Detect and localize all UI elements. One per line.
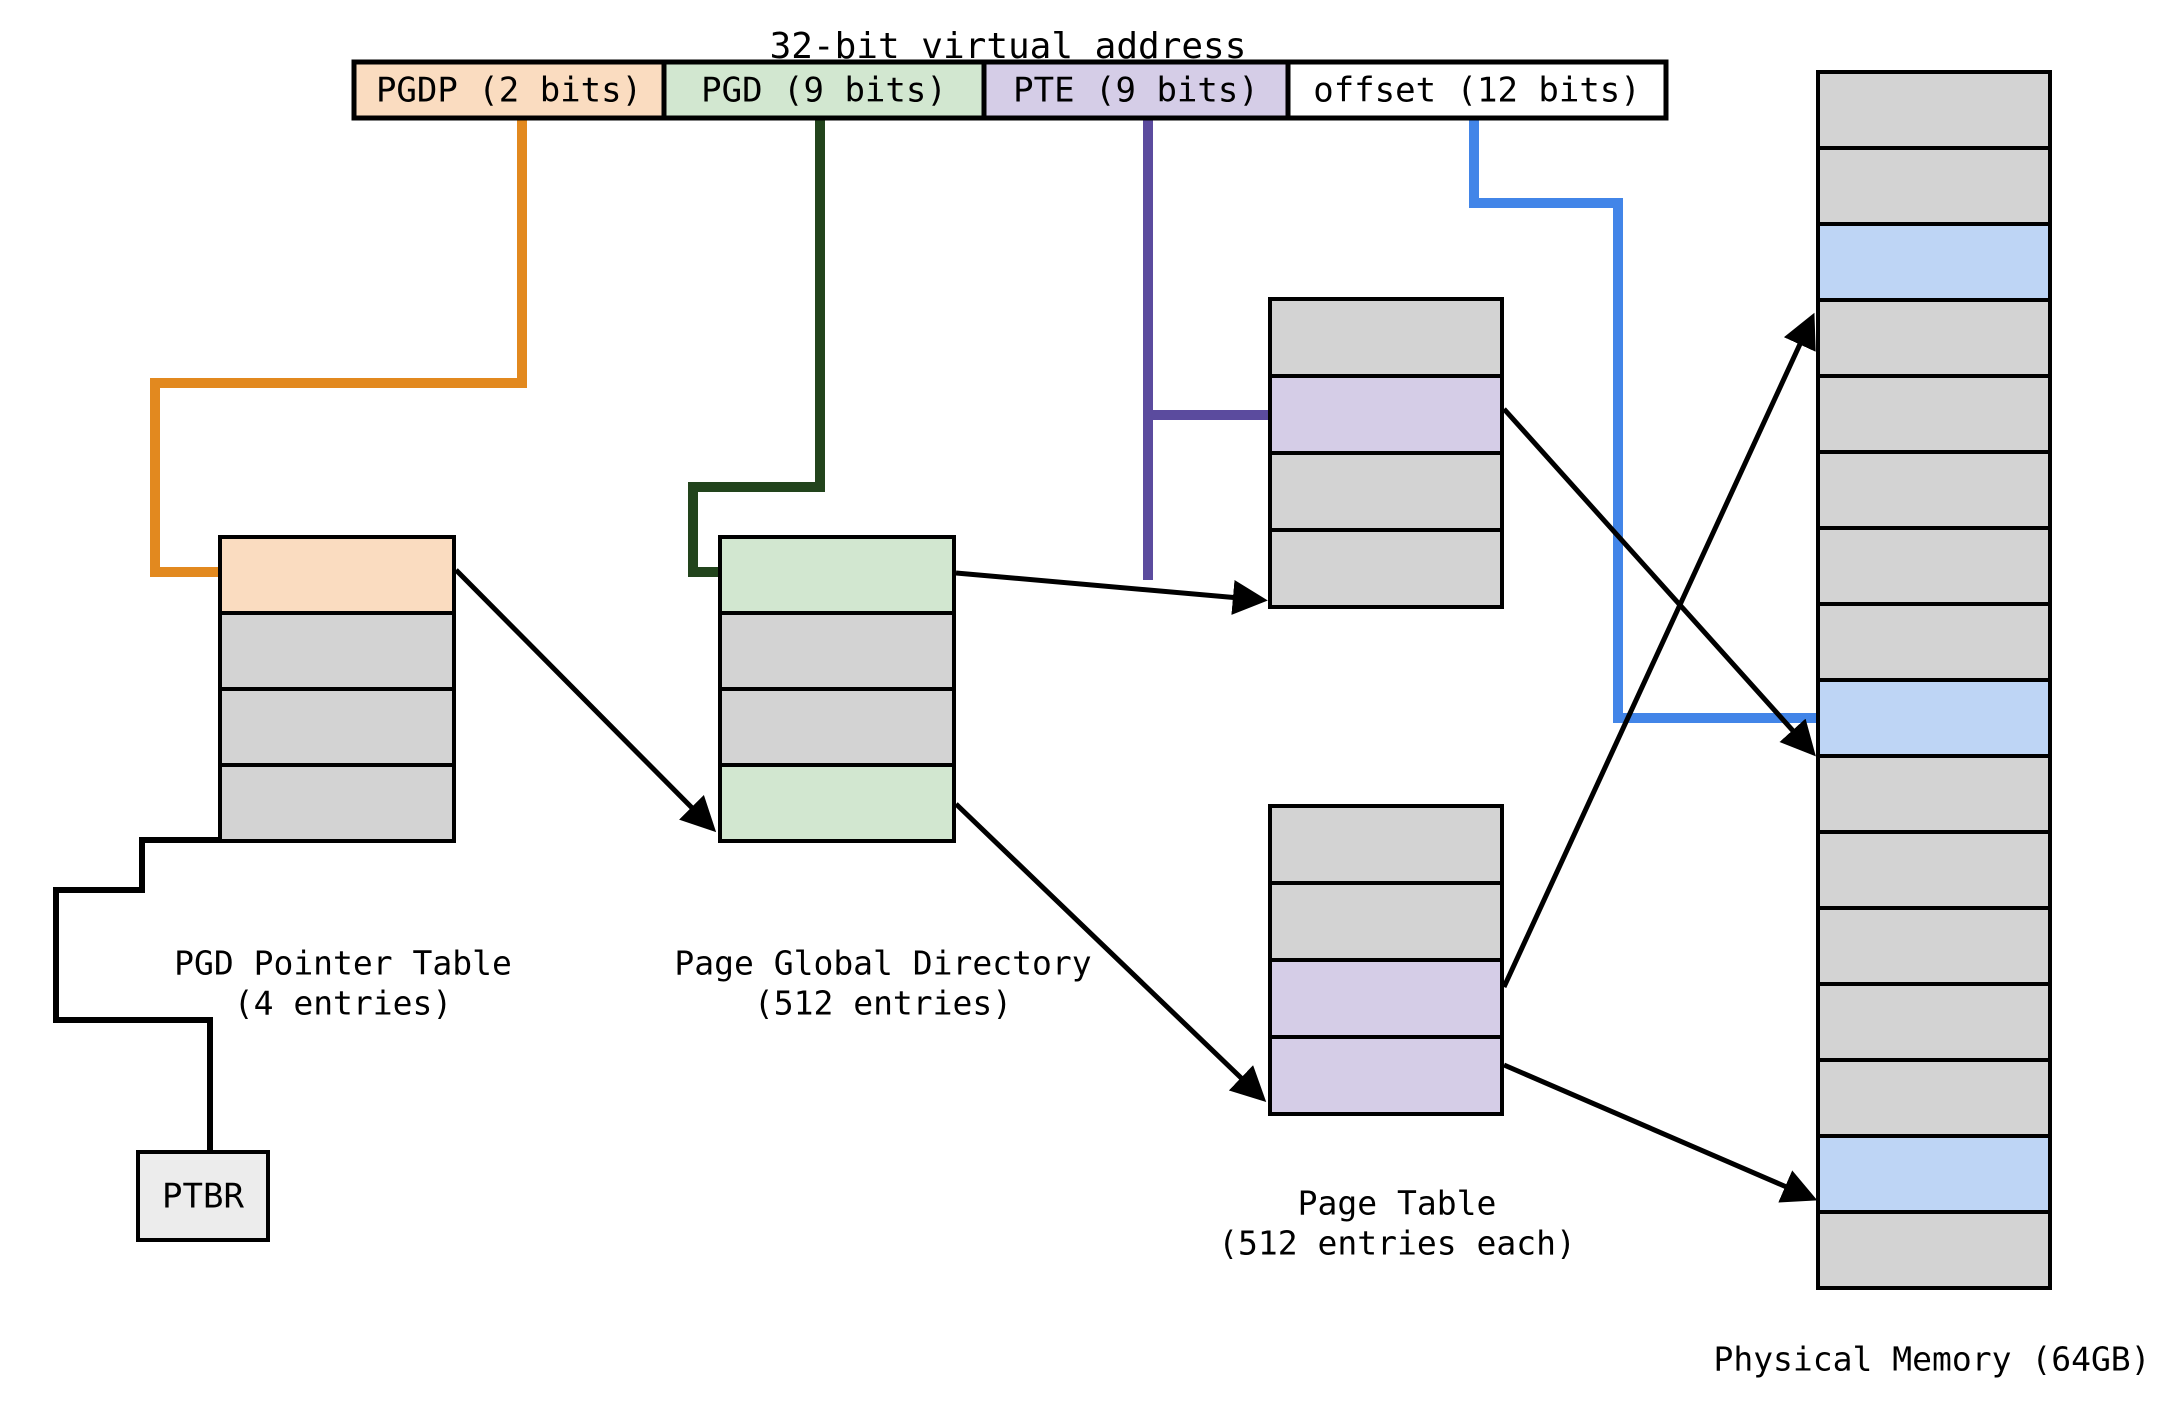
page-global-directory-caption-line1: Page Global Directory xyxy=(674,944,1091,983)
memory-frame[interactable] xyxy=(1816,602,2052,682)
ptbr-label: PTBR xyxy=(162,1177,244,1217)
ptbr-box[interactable]: PTBR xyxy=(136,1150,270,1242)
physical-memory-column: Physical Memory (64GB) xyxy=(1713,70,2151,1379)
table-row[interactable] xyxy=(718,687,956,767)
page-global-directory-caption-line2: (512 entries) xyxy=(754,984,1012,1023)
page-table-lower: Page Table (512 entries each) xyxy=(1218,804,1576,1263)
table-row[interactable] xyxy=(718,611,956,691)
memory-frame[interactable] xyxy=(1816,298,2052,378)
table-row[interactable] xyxy=(218,535,456,615)
connector-pgdp-orange xyxy=(150,118,527,577)
table-row[interactable] xyxy=(1268,374,1504,455)
table-row[interactable] xyxy=(1268,958,1504,1039)
memory-frame[interactable] xyxy=(1816,1210,2052,1290)
page-table-upper xyxy=(1268,297,1504,609)
page-global-directory-table: Page Global Directory (512 entries) xyxy=(674,535,1092,1023)
arrow-pgdp-to-pgd xyxy=(454,568,717,833)
memory-frame[interactable] xyxy=(1816,906,2052,986)
table-row[interactable] xyxy=(718,535,956,615)
memory-frame[interactable] xyxy=(1816,1134,2052,1214)
arrow-pgd-to-pagetable-lower xyxy=(954,802,1267,1103)
pgd-pointer-table: PGD Pointer Table (4 entries) xyxy=(174,535,512,1023)
virtual-address-bar: PGDP (2 bits) PGD (9 bits) PTE (9 bits) … xyxy=(351,59,1669,121)
table-row[interactable] xyxy=(1268,804,1504,885)
memory-frame[interactable] xyxy=(1816,982,2052,1062)
memory-frame[interactable] xyxy=(1816,374,2052,454)
address-field-label: offset (12 bits) xyxy=(1313,71,1641,111)
table-row[interactable] xyxy=(218,611,456,691)
memory-frame[interactable] xyxy=(1816,830,2052,910)
address-field-label: PGD (9 bits) xyxy=(701,71,947,111)
memory-frame[interactable] xyxy=(1816,1058,2052,1138)
address-field-label: PGDP (2 bits) xyxy=(376,71,642,111)
table-row[interactable] xyxy=(218,763,456,843)
table-row[interactable] xyxy=(1268,297,1504,378)
memory-frame[interactable] xyxy=(1816,754,2052,834)
address-field-pgdp[interactable]: PGDP (2 bits) xyxy=(351,59,667,121)
memory-frame[interactable] xyxy=(1816,70,2052,150)
connector-offset-blue xyxy=(1469,118,1822,723)
memory-frame[interactable] xyxy=(1816,146,2052,226)
table-row[interactable] xyxy=(1268,451,1504,532)
address-field-pte[interactable]: PTE (9 bits) xyxy=(981,59,1291,121)
connector-pte-purple xyxy=(1143,118,1272,580)
table-row[interactable] xyxy=(1268,528,1504,609)
address-field-label: PTE (9 bits) xyxy=(1013,71,1259,111)
physical-memory-caption: Physical Memory (64GB) xyxy=(1713,1340,2150,1379)
memory-frame[interactable] xyxy=(1816,222,2052,302)
table-row[interactable] xyxy=(718,763,956,843)
table-row[interactable] xyxy=(1268,881,1504,962)
pgd-pointer-table-caption-line2: (4 entries) xyxy=(234,984,453,1023)
memory-frame[interactable] xyxy=(1816,526,2052,606)
connector-pgd-green xyxy=(688,118,825,577)
address-field-offset[interactable]: offset (12 bits) xyxy=(1285,59,1669,121)
page-table-caption-line2: (512 entries each) xyxy=(1218,1224,1576,1263)
arrow-pte-lower-to-memory-high xyxy=(1501,312,1816,989)
arrow-pte-upper-to-memory xyxy=(1502,407,1816,757)
table-row[interactable] xyxy=(218,687,456,767)
connector-ptbr-path xyxy=(53,837,220,1152)
pgd-pointer-table-caption-line1: PGD Pointer Table xyxy=(174,944,512,983)
table-row[interactable] xyxy=(1268,1035,1504,1116)
page-table-caption-line1: Page Table xyxy=(1298,1184,1497,1223)
address-field-pgd[interactable]: PGD (9 bits) xyxy=(661,59,987,121)
arrow-pte-lower-to-memory-low xyxy=(1503,1062,1818,1203)
memory-frame[interactable] xyxy=(1816,678,2052,758)
arrow-pgd-to-pagetable-upper xyxy=(955,570,1268,615)
memory-frame[interactable] xyxy=(1816,450,2052,530)
